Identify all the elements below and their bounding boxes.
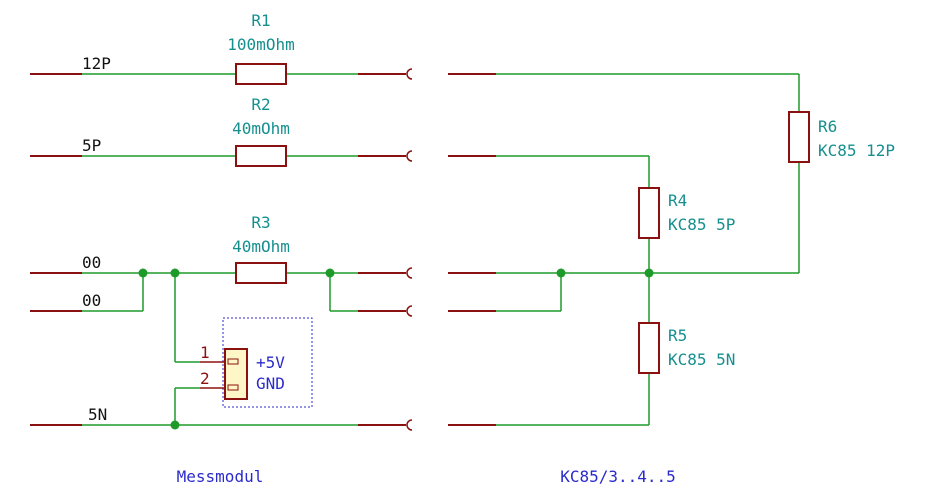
- r5-value: KC85 5N: [668, 350, 735, 369]
- resistor-r4: [638, 187, 660, 239]
- connector-label-gnd: GND: [256, 374, 285, 393]
- section-caption-left: Messmodul: [177, 467, 264, 486]
- r4-ref: R4: [668, 191, 687, 210]
- left-pins: [30, 73, 82, 426]
- net-label-00-a: 00: [82, 253, 101, 272]
- junction-dot: [325, 268, 335, 278]
- connector-label-5v: +5V: [256, 353, 285, 372]
- r6-ref: R6: [818, 117, 837, 136]
- right-input-pins: [448, 73, 496, 426]
- r6-value: KC85 12P: [818, 141, 895, 160]
- section-caption-right: KC85/3..4..5: [560, 467, 676, 486]
- net-label-5p: 5P: [82, 136, 101, 155]
- connector-pin1-number: 1: [200, 343, 210, 362]
- left-wires: [82, 73, 358, 426]
- r5-ref: R5: [668, 326, 687, 345]
- junction-dot: [138, 268, 148, 278]
- r2-value: 40mOhm: [232, 119, 290, 138]
- r4-value: KC85 5P: [668, 215, 735, 234]
- resistor-r3: [235, 262, 287, 284]
- junction-dot: [644, 268, 654, 278]
- r3-ref: R3: [251, 213, 270, 232]
- junction-dot: [556, 268, 566, 278]
- r1-ref: R1: [251, 11, 270, 30]
- connector-pin2-number: 2: [200, 369, 210, 388]
- net-label-5n: 5N: [88, 405, 107, 424]
- resistor-r1: [235, 63, 287, 85]
- resistor-r6: [788, 111, 810, 163]
- connector: [200, 317, 313, 408]
- r1-value: 100mOhm: [227, 35, 294, 54]
- net-label-12p: 12P: [82, 54, 111, 73]
- net-label-00-b: 00: [82, 291, 101, 310]
- junction-dot: [170, 268, 180, 278]
- resistor-r2: [235, 145, 287, 167]
- r2-ref: R2: [251, 95, 270, 114]
- junction-dot: [170, 420, 180, 430]
- r3-value: 40mOhm: [232, 237, 290, 256]
- resistor-r5: [638, 322, 660, 374]
- left-output-pins: [358, 68, 413, 431]
